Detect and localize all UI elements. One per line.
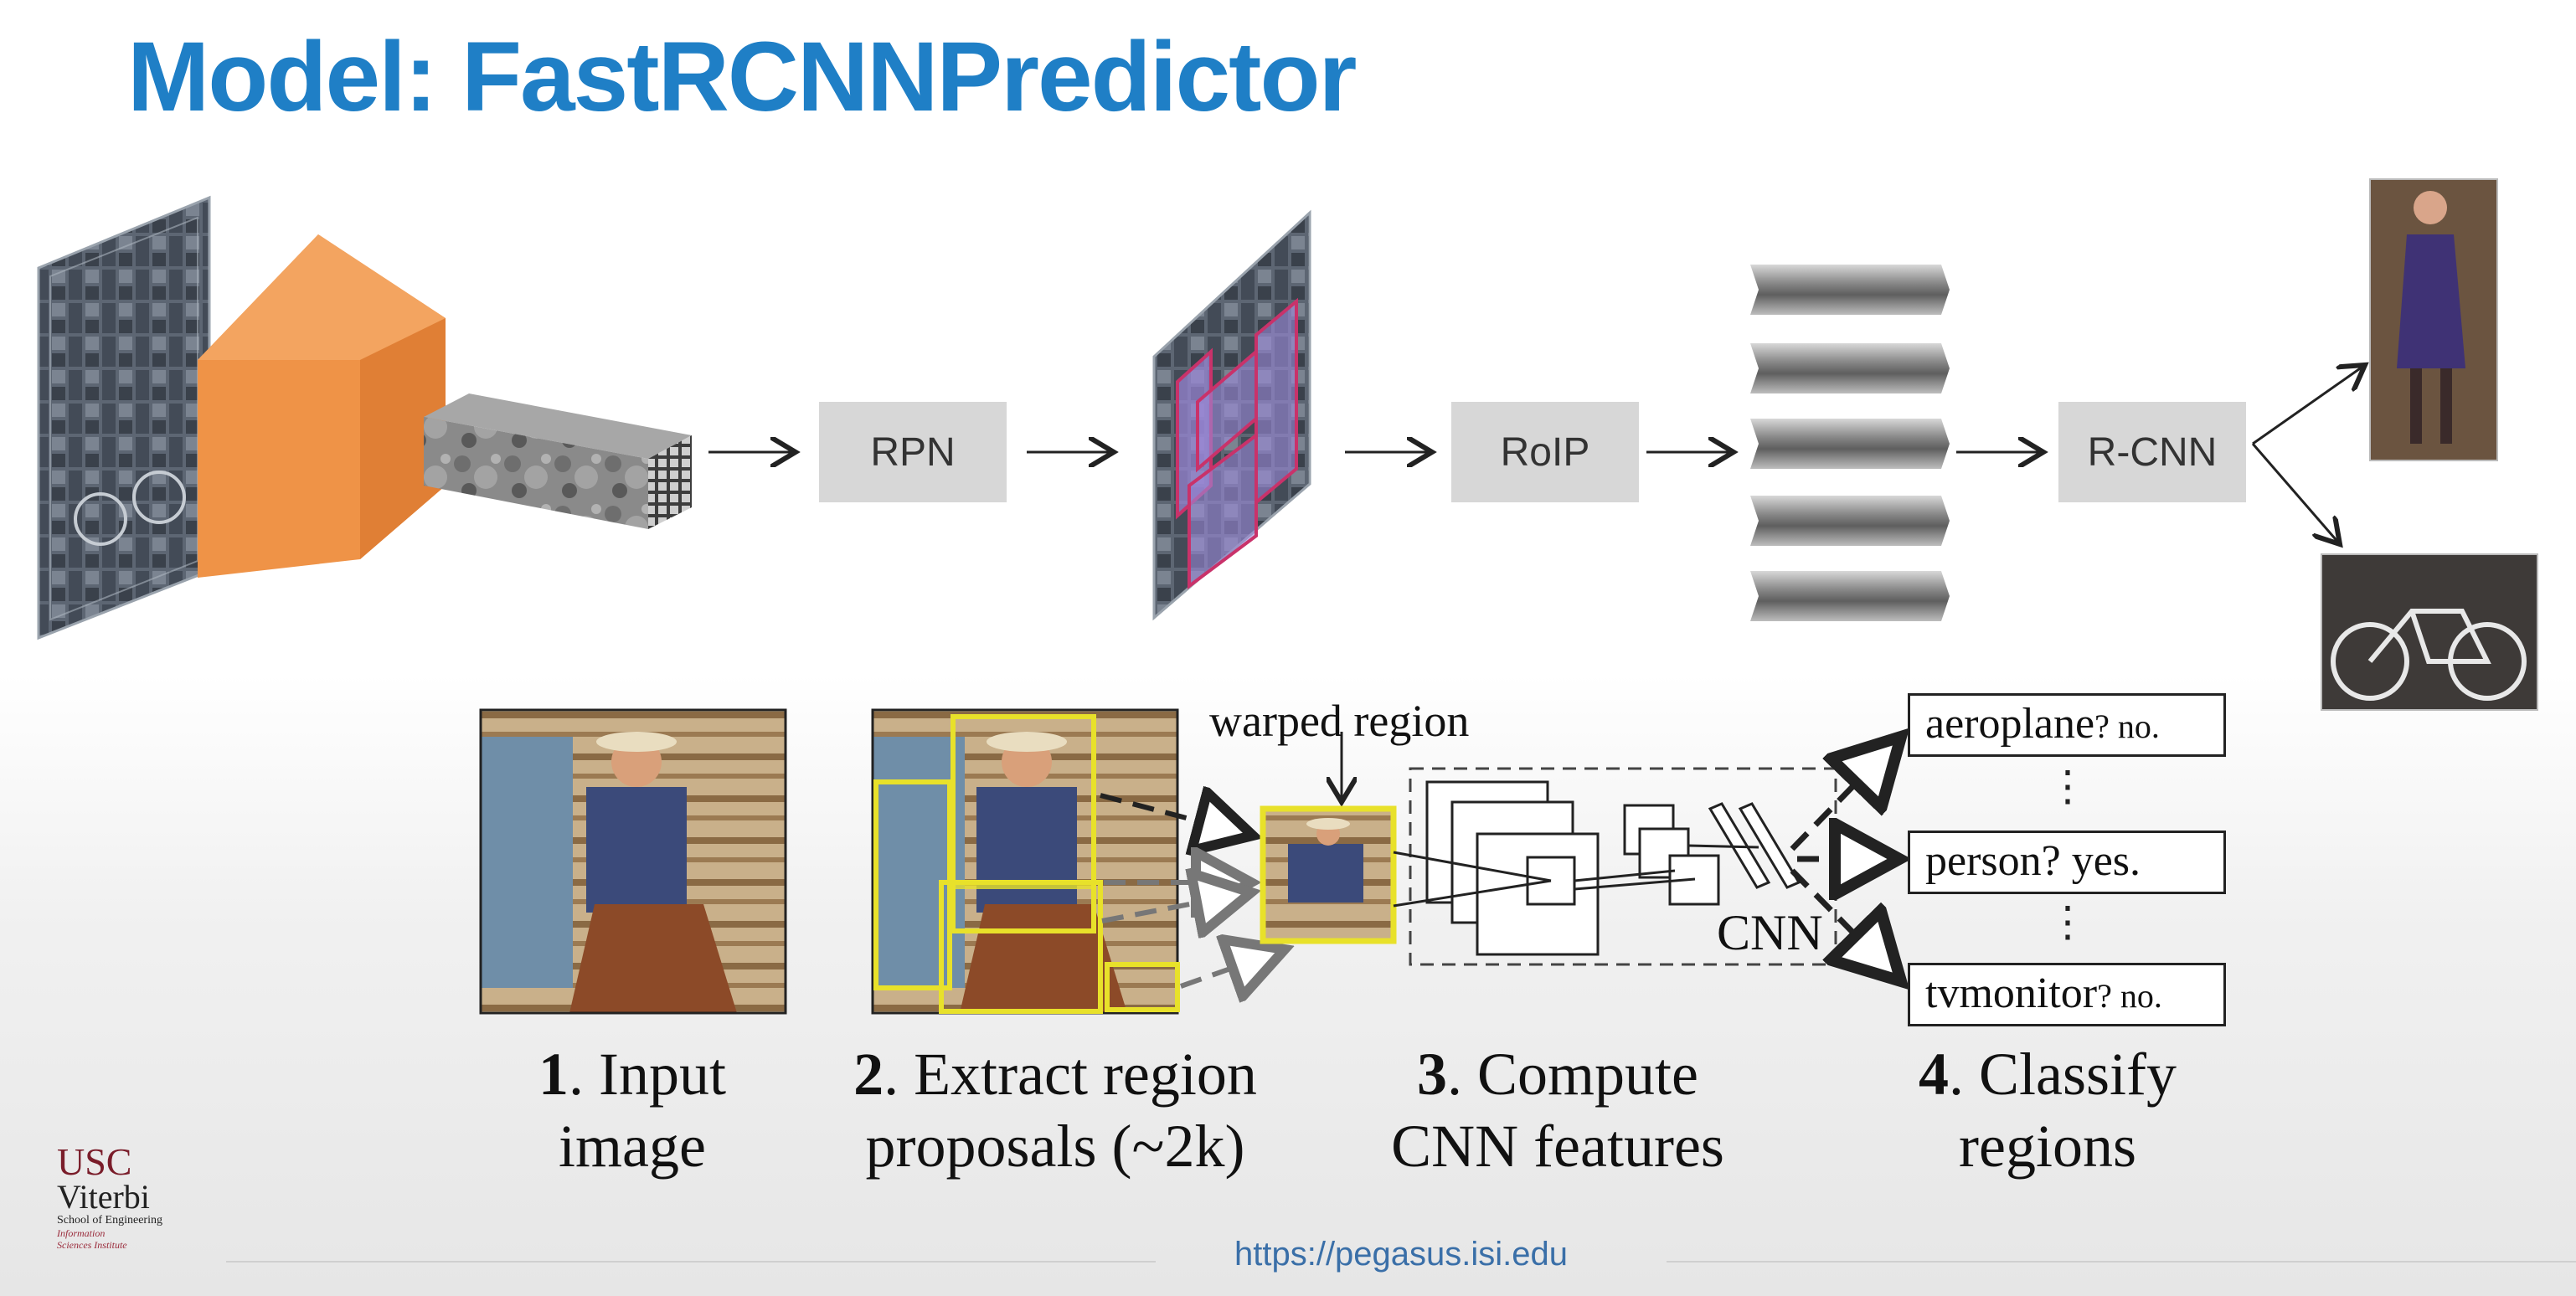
class-answer: ? no. (2094, 707, 2160, 745)
slide-title: Model: FastRCNNPredictor (127, 22, 1357, 132)
logo-viterbi: Viterbi (57, 1178, 150, 1216)
class-label-aeroplane: aeroplane? no. (1908, 693, 2226, 757)
step-caption-extract-proposals: 2. Extract region proposals (~2k) (804, 1038, 1306, 1182)
step-caption-input-image: 1. Input image (469, 1038, 796, 1182)
logo-institute-line1: Information (57, 1227, 106, 1239)
class-label-person: person? yes. (1908, 831, 2226, 894)
step-text-line2: CNN features (1391, 1113, 1724, 1180)
rcnn-stage-box: R-CNN (2058, 402, 2246, 502)
pooled-feature-strips (1750, 265, 1950, 621)
step-text-line1: . Input (569, 1041, 726, 1108)
rpn-stage-box: RPN (819, 402, 1007, 502)
step-text-line2: image (559, 1113, 706, 1180)
output-bicycle-image (2321, 553, 2538, 711)
step-caption-compute-features: 3. Compute CNN features (1357, 1038, 1759, 1182)
proposal-arrows (1100, 732, 1342, 986)
warped-region-image (1260, 805, 1397, 944)
class-answer: ? no. (2097, 977, 2162, 1015)
class-name: person (1925, 837, 2042, 885)
step-text-line1: . Classify (1948, 1041, 2177, 1108)
footer-divider-left (226, 1261, 1156, 1263)
class-name: tvmonitor (1925, 969, 2098, 1017)
step-number: 4 (1918, 1041, 1949, 1108)
step-caption-classify: 4. Classify regions (1859, 1038, 2236, 1182)
class-name: aeroplane (1925, 700, 2095, 748)
roip-stage-box: RoIP (1451, 402, 1639, 502)
proposal-feature-plane (1152, 209, 1311, 621)
logo-school: School of Engineering (57, 1214, 162, 1227)
step-number: 2 (853, 1041, 884, 1108)
class-label-tvmonitor: tvmonitor? no. (1908, 963, 2226, 1026)
usc-viterbi-logo: USC Viterbi School of Engineering Inform… (57, 1140, 191, 1252)
classification-arrows (1790, 737, 1901, 981)
top-arrows (708, 365, 2365, 544)
step-text-line1: . Extract region (884, 1041, 1257, 1108)
region-proposals-image (871, 708, 1180, 1015)
step-text-line2: proposals (~2k) (865, 1113, 1245, 1180)
logo-usc: USC (57, 1140, 132, 1183)
logo-institute-line2: Sciences Institute (57, 1239, 127, 1251)
cnn-block (1393, 767, 1837, 966)
ellipsis-1: ⋮ (2047, 763, 2089, 810)
output-person-image (2369, 178, 2498, 461)
footer-divider-right (1667, 1261, 2576, 1263)
input-image-plane (37, 195, 211, 640)
backbone-block (198, 234, 446, 578)
step-number: 3 (1417, 1041, 1447, 1108)
feature-map-block (424, 393, 692, 529)
ellipsis-2: ⋮ (2047, 898, 2089, 945)
warped-region-label: warped region (1209, 696, 1470, 746)
cowboy-input-image (479, 708, 787, 1015)
footer-url-link[interactable]: https://pegasus.isi.edu (1234, 1236, 1569, 1273)
step-text-line2: regions (1959, 1113, 2136, 1180)
step-number: 1 (538, 1041, 569, 1108)
class-answer: ? yes. (2041, 837, 2141, 885)
step-text-line1: . Compute (1447, 1041, 1698, 1108)
cnn-label: CNN (1717, 905, 1823, 960)
